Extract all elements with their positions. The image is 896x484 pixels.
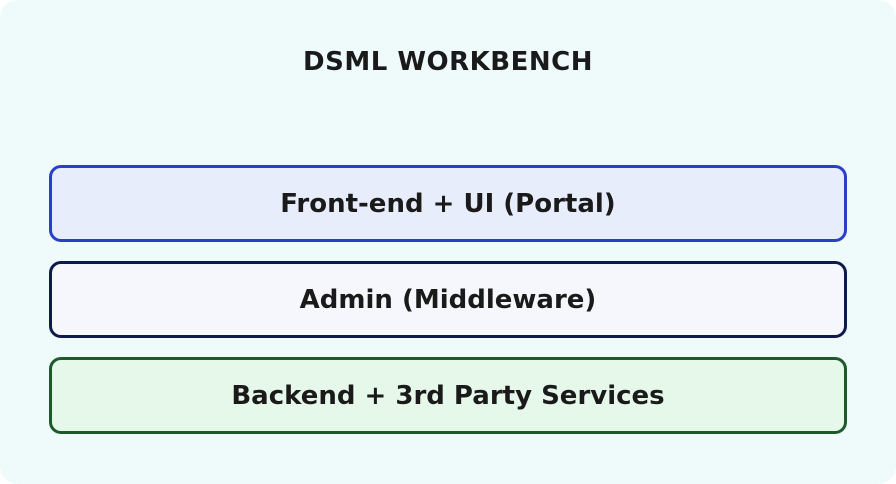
diagram-title: DSML WORKBENCH (303, 47, 593, 77)
layer-admin-middleware: Admin (Middleware) (49, 261, 847, 338)
layer-backend-services: Backend + 3rd Party Services (49, 357, 847, 434)
layer-frontend-portal: Front-end + UI (Portal) (49, 165, 847, 242)
